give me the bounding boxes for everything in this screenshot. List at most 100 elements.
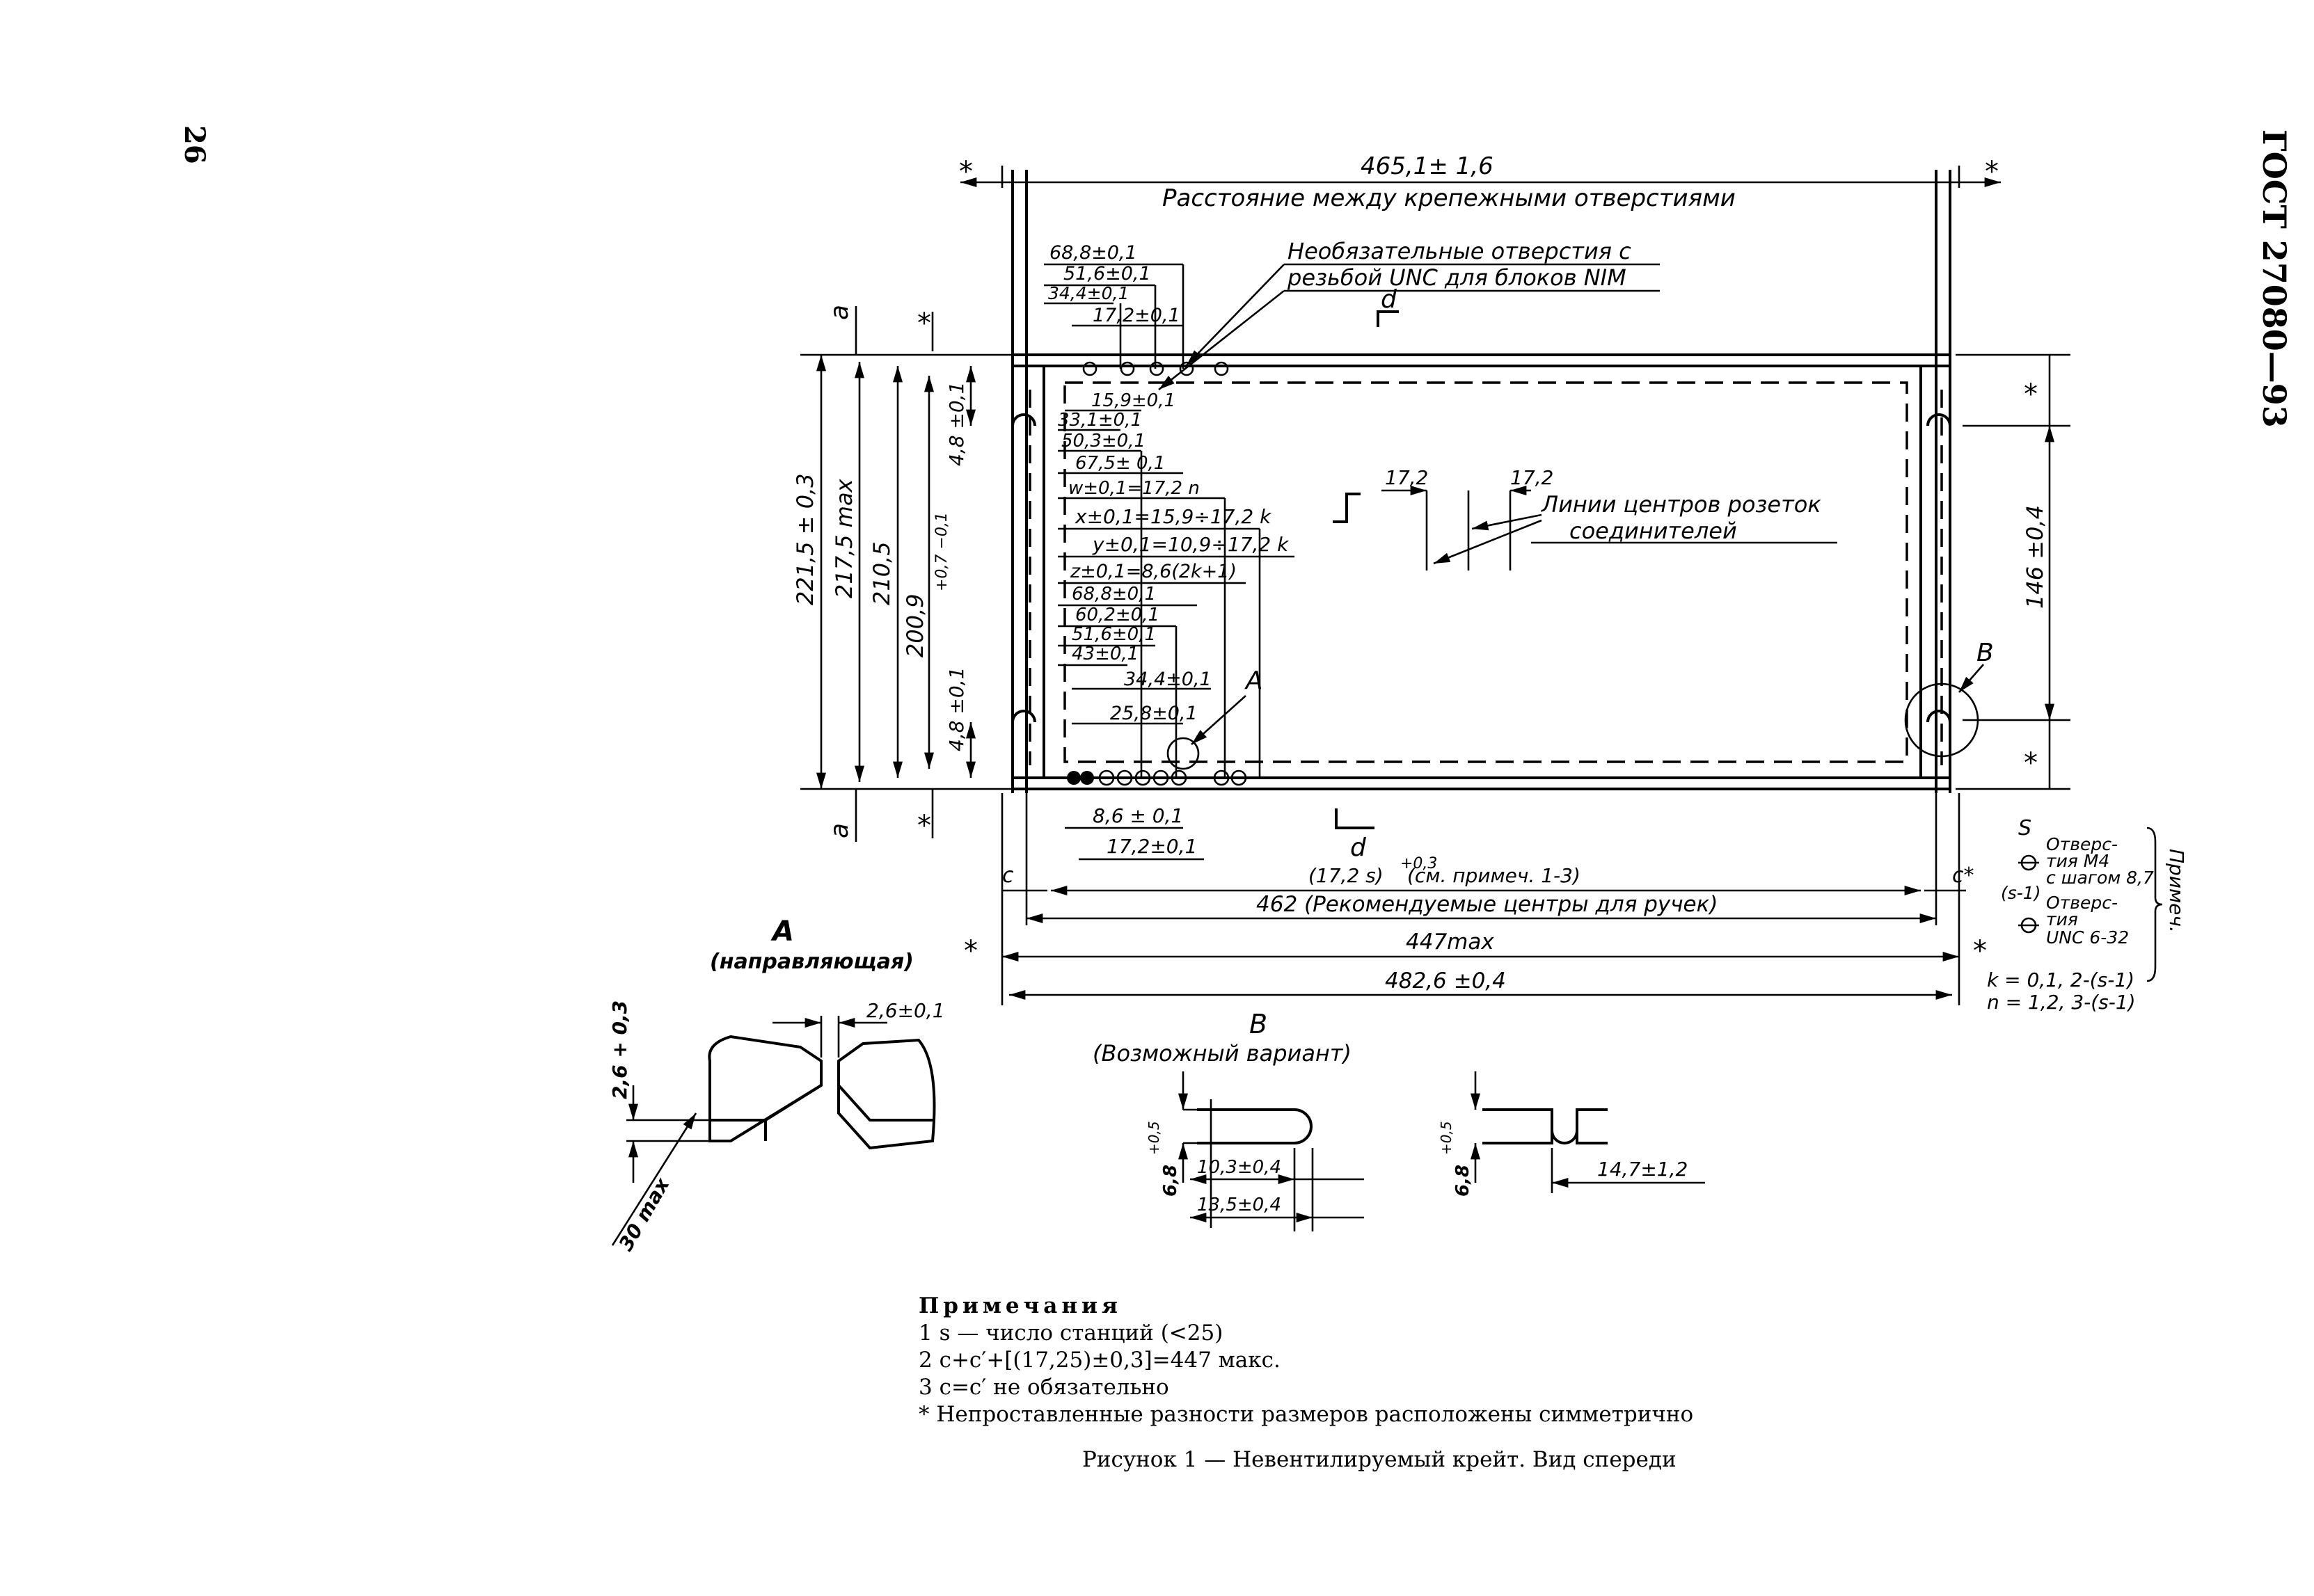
note-1: 1 s — число станций (<25) <box>919 1320 1223 1346</box>
svg-text:+0,5: +0,5 <box>1146 1121 1162 1155</box>
svg-text:17,2: 17,2 <box>1385 466 1428 489</box>
svg-text:a: a <box>825 823 854 838</box>
top-left-dims: 68,8±0,1 51,6±0,1 34,4±0,1 17,2±0,1 Необ… <box>1044 238 1660 391</box>
svg-text:8,6 ± 0,1: 8,6 ± 0,1 <box>1093 804 1183 827</box>
svg-text:10,3±0,4: 10,3±0,4 <box>1197 1157 1281 1178</box>
crate-outline <box>1011 170 1979 793</box>
svg-text:2,6±0,1: 2,6±0,1 <box>866 999 945 1022</box>
svg-text:25,8±0,1: 25,8±0,1 <box>1110 703 1198 724</box>
bottom-dims: d 8,6 ± 0,1 17,2±0,1 (17,2 s) +0,3 (см. … <box>964 793 1987 1005</box>
hole-legend: S Отверс- тия М4 с шагом 8,7 (s-1) Отвер… <box>1987 816 2188 1014</box>
svg-text:(s-1): (s-1) <box>2001 883 2040 903</box>
svg-text:6,8: 6,8 <box>1160 1165 1181 1197</box>
dim-465-caption: Расстояние между крепежными отверстиями <box>1162 184 1736 212</box>
svg-text:14,7±1,2: 14,7±1,2 <box>1597 1158 1688 1181</box>
bottom-holes <box>1067 737 1247 786</box>
svg-text:2,6 + 0,3: 2,6 + 0,3 <box>608 1000 631 1099</box>
svg-text:w±0,1=17,2 n: w±0,1=17,2 n <box>1068 478 1200 499</box>
svg-text:34,4±0,1: 34,4±0,1 <box>1124 669 1212 690</box>
svg-text:34,4±0,1: 34,4±0,1 <box>1048 283 1129 303</box>
svg-text:33,1±0,1: 33,1±0,1 <box>1058 410 1142 431</box>
svg-text:тия М4: тия М4 <box>2046 851 2109 871</box>
svg-text:51,6±0,1: 51,6±0,1 <box>1063 263 1151 285</box>
svg-text:221,5 ± 0,3: 221,5 ± 0,3 <box>792 473 818 605</box>
right-vertical-dims: 146 ±0,4 * * B <box>1956 353 2070 790</box>
svg-text:67,5± 0,1: 67,5± 0,1 <box>1075 453 1165 474</box>
dim-465: 465,1± 1,6 Расстояние между крепежными о… <box>959 152 2001 212</box>
svg-text:тия: тия <box>2046 909 2078 929</box>
svg-text:51,6±0,1: 51,6±0,1 <box>1072 624 1156 645</box>
svg-text:z±0,1=8,6(2k+1): z±0,1=8,6(2k+1) <box>1070 561 1237 582</box>
svg-text:S: S <box>2018 816 2031 840</box>
inner-dims: 15,9±0,1 33,1±0,1 50,3±0,1 67,5± 0,1 w±0… <box>1058 390 1294 778</box>
svg-text:17,2: 17,2 <box>1510 466 1553 489</box>
svg-text:соединителей: соединителей <box>1569 518 1737 544</box>
detail-b-subtitle: (Возможный вариант) <box>1093 1040 1352 1067</box>
note-2: 2 c+c′+[(17,25)±0,3]=447 макс. <box>919 1348 1281 1373</box>
svg-text:68,8±0,1: 68,8±0,1 <box>1049 242 1137 264</box>
svg-text:*: * <box>1985 156 1999 188</box>
svg-text:447max: 447max <box>1406 929 1494 955</box>
figure-caption: Рисунок 1 — Невентилируемый крейт. Вид с… <box>1082 1447 1677 1472</box>
svg-text:68,8±0,1: 68,8±0,1 <box>1072 584 1156 605</box>
svg-text:Отверс-: Отверс- <box>2046 893 2118 913</box>
svg-text:*: * <box>959 156 973 188</box>
svg-text:Отверс-: Отверс- <box>2046 834 2118 854</box>
top-holes <box>1082 361 1229 376</box>
svg-text:6,8: 6,8 <box>1452 1165 1473 1197</box>
svg-text:210,5: 210,5 <box>869 541 895 605</box>
svg-text:+0,5: +0,5 <box>1438 1121 1455 1155</box>
svg-text:(17,2 s): (17,2 s) <box>1308 864 1384 887</box>
dim-465-label: 465,1± 1,6 <box>1361 152 1493 180</box>
detail-b-title: B <box>1249 1009 1267 1039</box>
svg-text:c: c <box>1002 863 1014 888</box>
svg-text:50,3±0,1: 50,3±0,1 <box>1061 431 1146 452</box>
svg-text:15,9±0,1: 15,9±0,1 <box>1091 390 1175 411</box>
svg-text:a: a <box>825 305 854 320</box>
notes-heading: Примечания <box>919 1293 1122 1318</box>
svg-text:4,8 ±0,1: 4,8 ±0,1 <box>945 667 968 751</box>
svg-text:43±0,1: 43±0,1 <box>1072 644 1139 664</box>
notes: Примечания 1 s — число станций (<25) 2 c… <box>919 1293 1693 1428</box>
svg-text:n = 1,2, 3-(s-1): n = 1,2, 3-(s-1) <box>1987 991 2136 1014</box>
svg-text:*: * <box>917 810 931 842</box>
svg-text:30 max: 30 max <box>614 1174 674 1255</box>
svg-text:с шагом 8,7: с шагом 8,7 <box>2046 868 2154 888</box>
connector-centre-lines: 17,2 17,2 Линии центров розеток соединит… <box>1333 466 1837 570</box>
detail-a: A (направляющая) 2,6±0,1 2,6 + 0,3 30 ma… <box>608 916 945 1255</box>
svg-text:+0,7 −0,1: +0,7 −0,1 <box>933 512 951 591</box>
svg-text:*: * <box>2024 747 2038 779</box>
svg-text:k = 0,1, 2-(s-1): k = 0,1, 2-(s-1) <box>1987 968 2134 991</box>
svg-text:*: * <box>1973 935 1987 967</box>
svg-text:A: A <box>1244 667 1263 695</box>
svg-text:4,8 ±0,1: 4,8 ±0,1 <box>945 382 968 466</box>
svg-text:*: * <box>2024 378 2038 410</box>
svg-text:Линии центров розеток: Линии центров розеток <box>1541 491 1821 518</box>
svg-text:60,2±0,1: 60,2±0,1 <box>1075 605 1159 625</box>
svg-text:UNC 6-32: UNC 6-32 <box>2046 927 2129 948</box>
svg-text:Примеч.: Примеч. <box>2165 849 2188 933</box>
svg-text:13,5±0,4: 13,5±0,4 <box>1197 1195 1281 1215</box>
svg-text:d: d <box>1350 833 1367 862</box>
note-4: * Непроставленные разности размеров расп… <box>919 1402 1694 1427</box>
left-vertical-dims: 221,5 ± 0,3 217,5 max 210,5 200,9 +0,7 −… <box>792 305 1013 842</box>
svg-text:+0,3: +0,3 <box>1400 855 1437 872</box>
svg-text:146 ±0,4: 146 ±0,4 <box>2022 505 2048 609</box>
svg-text:462 (Рекомендуемые центры для: 462 (Рекомендуемые центры для ручек) <box>1256 892 1718 917</box>
svg-text:c*: c* <box>1952 863 1974 888</box>
svg-text:*: * <box>917 308 931 340</box>
svg-text:482,6 ±0,4: 482,6 ±0,4 <box>1385 968 1506 993</box>
svg-text:y±0,1=10,9÷17,2 k: y±0,1=10,9÷17,2 k <box>1092 533 1290 556</box>
detail-a-title: A <box>770 916 794 948</box>
svg-text:(см. примеч. 1-3): (см. примеч. 1-3) <box>1407 864 1580 887</box>
svg-text:217,5 max: 217,5 max <box>831 478 857 598</box>
note-3: 3 c=c′ не обязательно <box>919 1375 1169 1400</box>
svg-text:d: d <box>1381 285 1397 314</box>
detail-a-subtitle: (направляющая) <box>710 950 914 974</box>
svg-text:17,2±0,1: 17,2±0,1 <box>1093 305 1180 326</box>
svg-text:*: * <box>964 935 978 967</box>
svg-text:B: B <box>1976 639 1994 667</box>
svg-text:200,9: 200,9 <box>902 593 928 657</box>
svg-text:резьбой UNC для блоков NIM: резьбой UNC для блоков NIM <box>1287 264 1626 291</box>
